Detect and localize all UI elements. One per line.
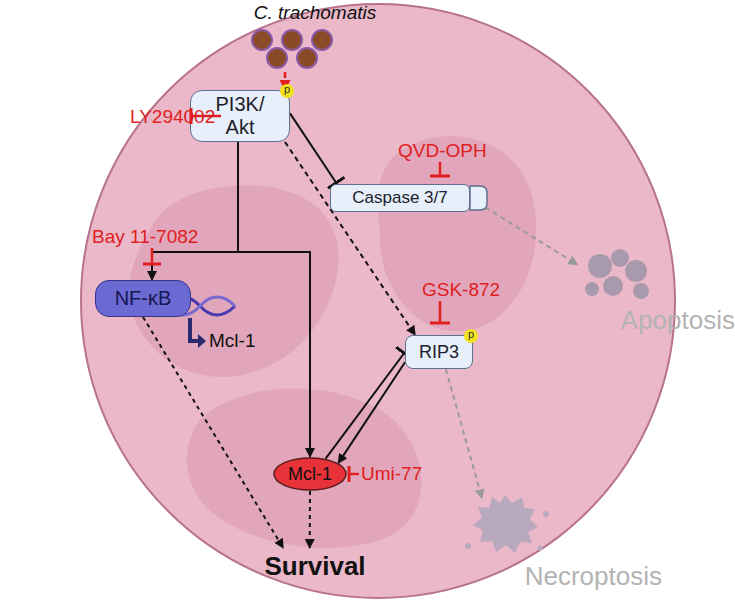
node-text: Apoptosis	[621, 306, 735, 336]
organelle	[187, 389, 422, 548]
inhibitor-bar	[143, 263, 161, 266]
phospho-label: p	[464, 328, 478, 341]
inhibitor-bar	[430, 322, 450, 325]
inhibition-line	[290, 113, 337, 184]
necroptosis-outcome: Necroptosis	[462, 490, 662, 592]
apoptotic-body	[625, 260, 647, 282]
cell-debris	[538, 546, 543, 551]
kinase-box: RIP3	[405, 335, 473, 369]
apoptotic-body	[611, 249, 629, 267]
phospho-label: p	[280, 83, 294, 96]
bacterium	[297, 48, 317, 68]
apoptotic-body	[603, 276, 623, 296]
node-text: PI3K/ Akt	[209, 93, 271, 139]
cell-debris	[465, 543, 471, 549]
apoptosis-outcome: Apoptosis	[560, 252, 735, 336]
inhibitor-bar	[430, 175, 450, 178]
bacterium	[312, 30, 332, 50]
apoptotic-body	[633, 283, 649, 299]
inhibitor-stem	[151, 248, 154, 264]
pathogen-cluster: C. trachomatis	[240, 2, 390, 72]
inhibitor-label: Bay 11-7082	[92, 226, 198, 248]
activation-arrow	[238, 142, 310, 457]
cell-debris	[543, 511, 549, 517]
necroptotic-cell	[473, 495, 538, 553]
outcome-arrow	[309, 491, 311, 548]
survival-outcome: Survival	[262, 548, 368, 586]
outcome-arrow	[446, 369, 482, 498]
inhibition-line	[326, 352, 405, 459]
outcome-arrow	[143, 317, 283, 548]
bacterium	[252, 30, 272, 50]
node-text: NF-κB	[115, 287, 172, 310]
bacterium	[267, 48, 287, 68]
node-text: Necroptosis	[525, 562, 662, 592]
inhibitor-label: LY294002	[130, 106, 215, 128]
transcription-arrow-head	[198, 334, 206, 348]
bacterium	[282, 30, 302, 50]
inhibitor-label: Umi-77	[361, 463, 422, 485]
inhibitor-label: QVD-OPH	[398, 140, 487, 162]
inhibitor-stem	[439, 162, 442, 176]
caspase-box: Caspase 3/7	[330, 184, 470, 212]
activation-arrow	[285, 142, 415, 335]
node-text: RIP3	[419, 342, 459, 363]
host-cell	[81, 4, 675, 598]
transcription-factor-box: NF-κB	[95, 280, 191, 317]
inhibitor-stem	[349, 473, 359, 476]
organelle	[378, 136, 536, 331]
transcription-arrow	[190, 318, 199, 341]
protein-shape	[274, 458, 346, 490]
caspase-prodomain	[470, 186, 487, 210]
gene-label: Mcl-1	[209, 330, 255, 352]
node-text: Caspase 3/7	[352, 188, 447, 208]
activation-arrow	[338, 362, 405, 463]
inhibitor-label: GSK-872	[422, 279, 500, 301]
apoptotic-body	[588, 254, 612, 278]
inhibitor-stem	[439, 301, 442, 323]
node-text: C. trachomatis	[254, 2, 376, 24]
apoptotic-body	[585, 282, 599, 296]
inhibitor-bar	[348, 466, 351, 482]
node-text: Mcl-1	[288, 464, 332, 485]
outcome-arrow	[470, 198, 578, 265]
activation-arrow	[152, 142, 238, 280]
protein-ellipse: Mcl-1	[273, 457, 347, 491]
node-text: Survival	[264, 552, 365, 582]
